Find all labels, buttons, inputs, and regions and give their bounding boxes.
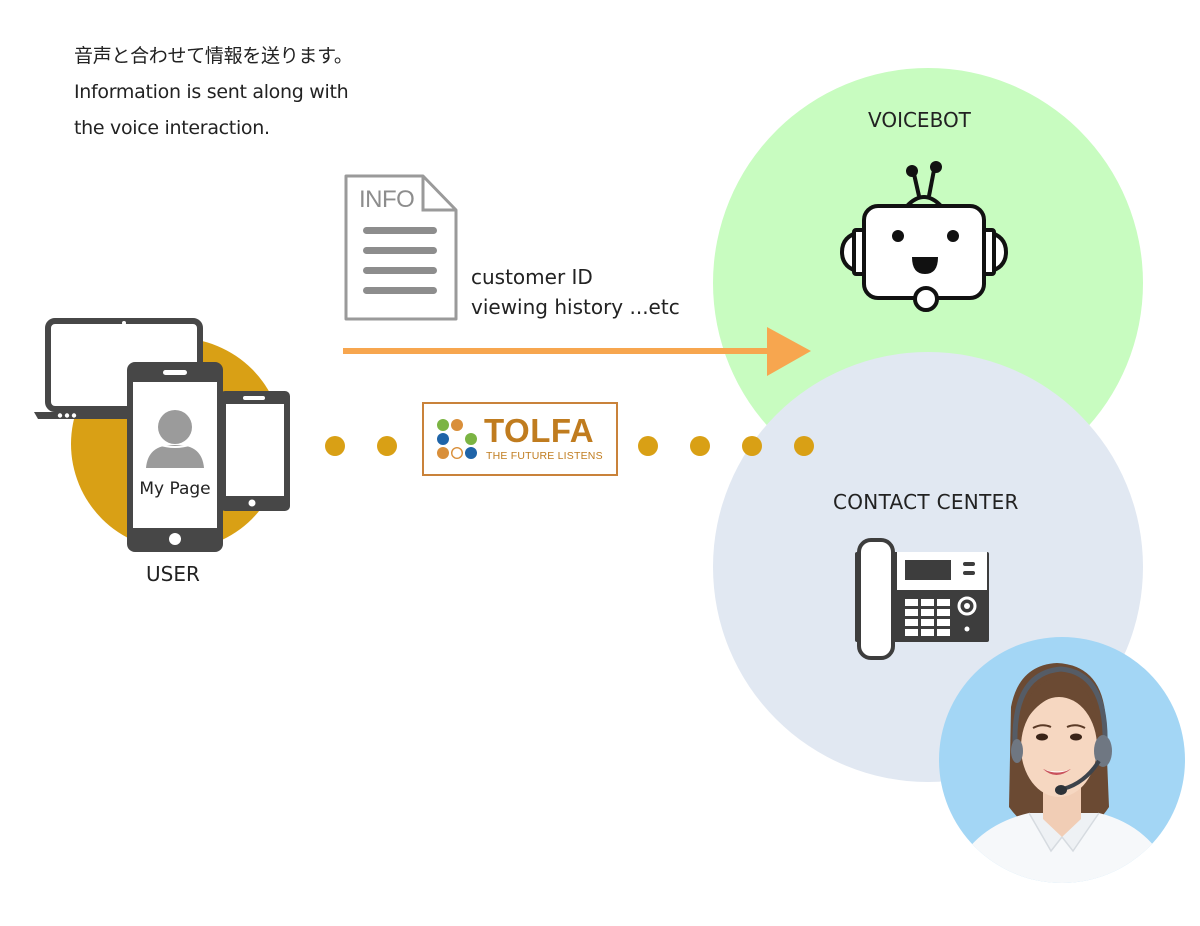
intro-line-ja: 音声と合わせて情報を送ります。 (74, 45, 353, 67)
tolfa-tagline: THE FUTURE LISTENS (486, 450, 603, 462)
tolfa-logo: TOLFA THE FUTURE LISTENS (422, 402, 618, 476)
smartphone-icon (127, 362, 223, 552)
contact-center-label: CONTACT CENTER (833, 490, 1019, 514)
operator-photo (939, 637, 1185, 883)
flow-dot (377, 436, 397, 456)
operator-with-headset-icon (949, 663, 1175, 883)
info-detail-customer-id: customer ID (471, 265, 593, 289)
arrow-shaft (343, 348, 773, 354)
intro-line-en-2: the voice interaction. (74, 117, 270, 139)
arrow-right-icon (343, 327, 811, 376)
voicebot-label: VOICEBOT (868, 108, 971, 132)
document-icon (344, 174, 458, 321)
tolfa-logo-mark-icon (437, 419, 477, 460)
tablet-icon (220, 391, 290, 511)
info-details: customer ID viewing history ...etc (471, 262, 680, 322)
intro-text: 音声と合わせて情報を送ります。 Information is sent alon… (74, 38, 353, 146)
flow-dot (325, 436, 345, 456)
user-label: USER (146, 562, 200, 586)
user-avatar-icon (146, 410, 204, 468)
flow-dot (742, 436, 762, 456)
my-page-label: My Page (139, 479, 211, 499)
desk-phone-icon (855, 538, 989, 660)
flow-dot (638, 436, 658, 456)
arrow-head (767, 327, 811, 376)
robot-icon (839, 161, 1009, 312)
tolfa-wordmark: TOLFA (484, 412, 595, 449)
info-detail-viewing-history: viewing history ...etc (471, 295, 680, 319)
info-document-label: INFO (359, 186, 415, 213)
flow-dot (794, 436, 814, 456)
flow-dot (690, 436, 710, 456)
intro-line-en-1: Information is sent along with (74, 81, 349, 103)
user-devices (34, 318, 290, 552)
